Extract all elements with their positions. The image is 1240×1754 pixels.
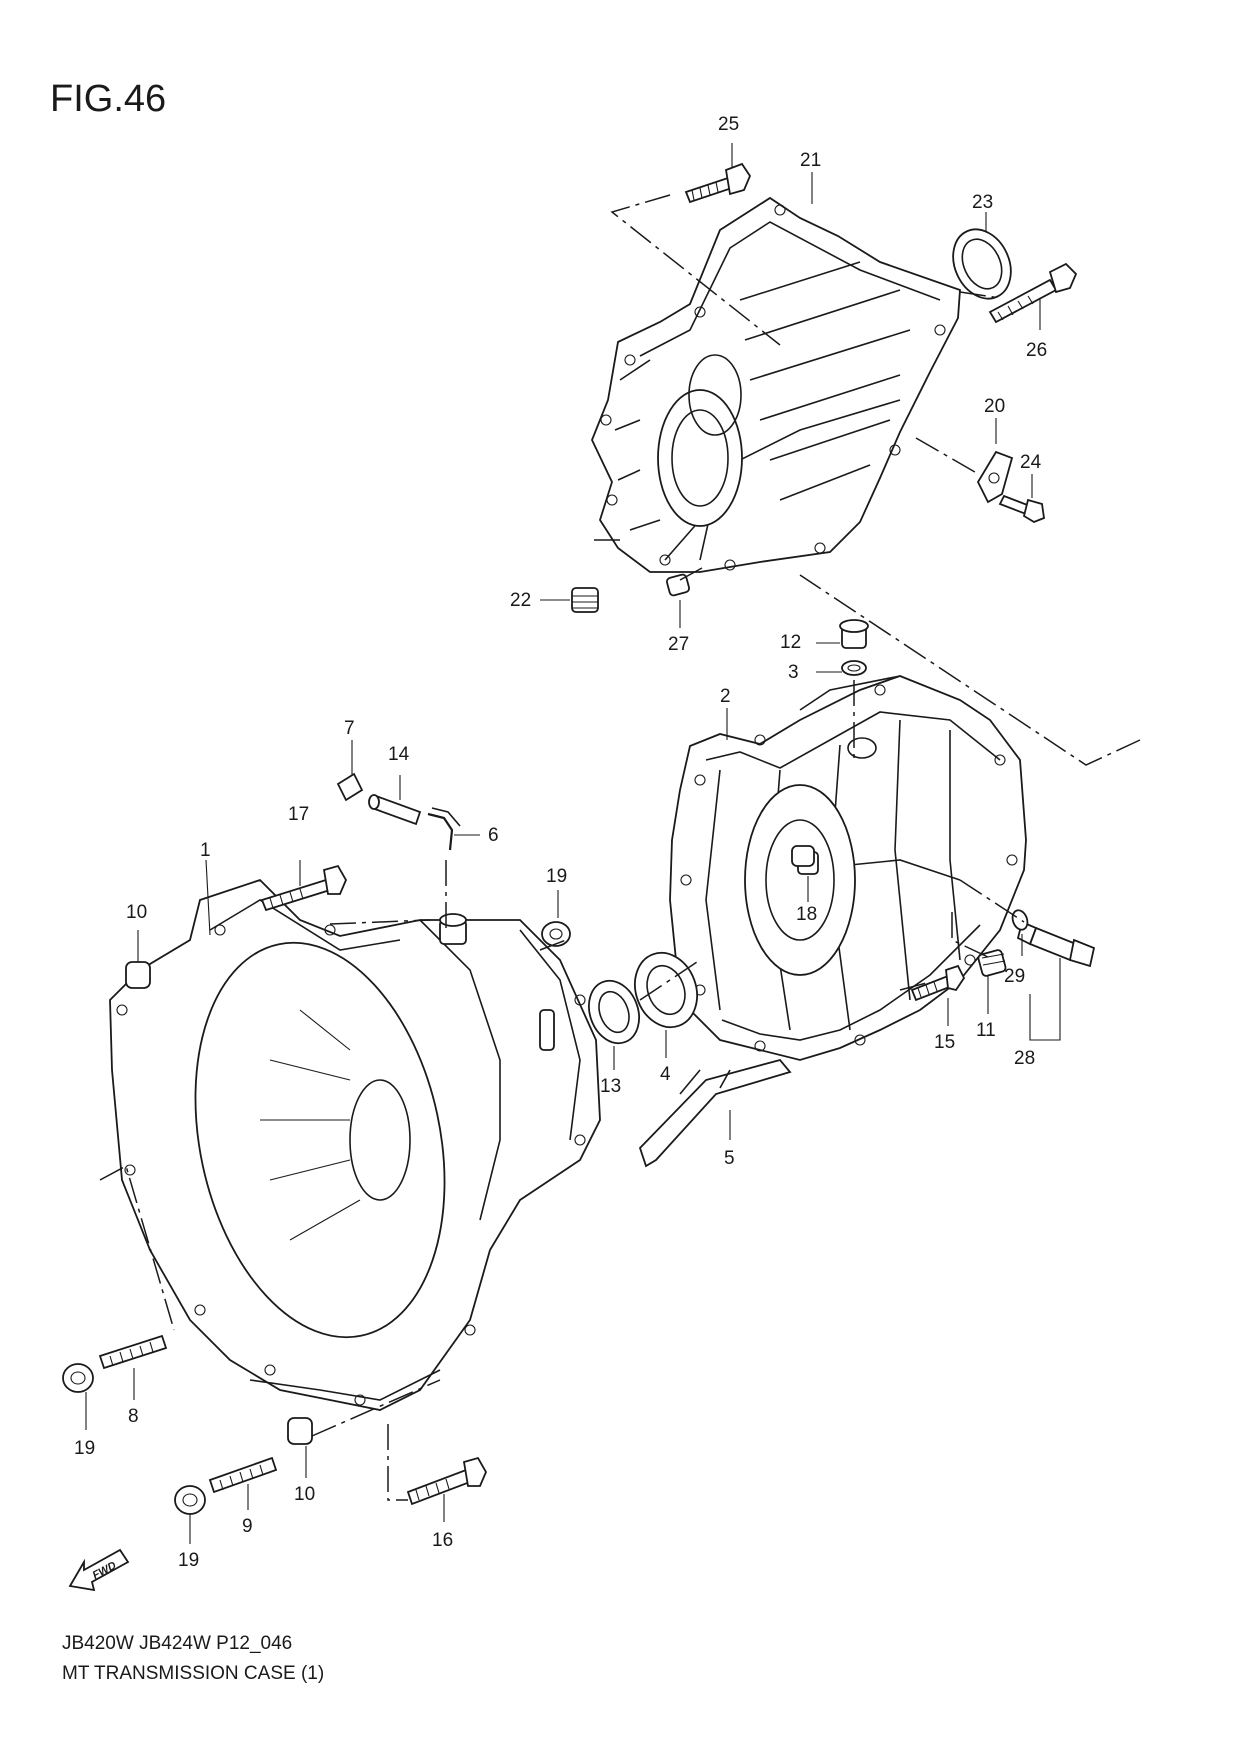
bolt-part-24: [998, 494, 1045, 524]
callout-22: 22: [510, 590, 531, 611]
oil-seal-part-23: [952, 228, 1012, 300]
callout-18: 18: [796, 904, 817, 925]
leader-lines: [85, 143, 1061, 1544]
extension-case-part-21: [591, 196, 961, 573]
callout-6: 6: [488, 825, 499, 846]
callout-10-lower: 10: [294, 1484, 315, 1505]
nut-part-19-top: [541, 921, 571, 947]
breather-hose-part-14: [368, 794, 422, 826]
callout-19-bottom: 19: [178, 1550, 199, 1571]
callout-21: 21: [800, 150, 821, 171]
callout-13: 13: [600, 1076, 621, 1097]
callout-8: 8: [128, 1406, 139, 1427]
assembly-center-lines: [99, 194, 1141, 1501]
dowel-part-10-lower: [287, 1417, 313, 1445]
callout-26: 26: [1026, 340, 1047, 361]
callout-16: 16: [432, 1530, 453, 1551]
callout-11: 11: [976, 1020, 996, 1041]
pin-part-27: [666, 573, 690, 597]
breather-pipe-part-6: [427, 807, 461, 851]
fwd-label: FWD: [91, 1560, 119, 1582]
bolt-part-17: [260, 864, 348, 912]
fwd-arrow-icon: FWD: [68, 1548, 130, 1592]
callout-12: 12: [780, 632, 801, 653]
callout-labels: 25 21 23 26 20 24 22 27 12 3 2 7 14 6 17…: [74, 114, 1047, 1571]
callout-5: 5: [724, 1148, 735, 1169]
callout-19-top: 19: [546, 866, 567, 887]
callout-17: 17: [288, 804, 309, 825]
plug-part-11: [977, 949, 1007, 977]
clutch-housing-part-1: [109, 878, 601, 1411]
callout-7: 7: [344, 718, 355, 739]
pin-part-18: [791, 845, 815, 867]
callout-15: 15: [934, 1032, 955, 1053]
stud-bolt-part-9: [208, 1456, 278, 1494]
bolt-part-15: [910, 964, 966, 1002]
plug-part-22: [571, 587, 599, 613]
callout-10-upper: 10: [126, 902, 147, 923]
callout-23: 23: [972, 192, 993, 213]
callout-24: 24: [1020, 452, 1042, 473]
callout-4: 4: [660, 1064, 671, 1085]
oil-seal-part-13: [588, 979, 640, 1045]
breather-cap-part-7: [336, 772, 364, 802]
gasket-part-3: [841, 660, 867, 676]
callout-29: 29: [1004, 966, 1025, 987]
bolt-part-25: [684, 162, 752, 204]
callout-1: 1: [200, 840, 211, 861]
callout-20: 20: [984, 396, 1005, 417]
bolt-part-16: [406, 1456, 488, 1506]
callout-28: 28: [1014, 1048, 1035, 1069]
callout-27: 27: [668, 634, 689, 655]
callout-19-left: 19: [74, 1438, 95, 1459]
transmission-case-part-2: [669, 675, 1027, 1061]
model-code-line: JB420W JB424W P12_046: [62, 1633, 293, 1654]
bolt-part-26: [988, 262, 1078, 324]
callout-2: 2: [720, 686, 731, 707]
figure-title: FIG.46: [50, 78, 167, 120]
callout-25: 25: [718, 114, 739, 135]
figure-caption: MT TRANSMISSION CASE (1): [62, 1663, 325, 1684]
bracket-part-20: [976, 450, 1014, 504]
guide-part-5: [638, 1058, 792, 1168]
dowel-part-10-upper: [125, 961, 151, 989]
callout-3: 3: [788, 662, 799, 683]
o-ring-part-29: [1011, 909, 1029, 931]
plug-part-12: [839, 619, 869, 649]
nut-part-19-left: [62, 1363, 94, 1393]
callout-9: 9: [242, 1516, 253, 1537]
stud-bolt-part-8: [98, 1334, 168, 1370]
switch-part-28: [1016, 920, 1096, 968]
nut-part-19-bottom: [174, 1485, 206, 1515]
callout-14: 14: [388, 744, 410, 765]
